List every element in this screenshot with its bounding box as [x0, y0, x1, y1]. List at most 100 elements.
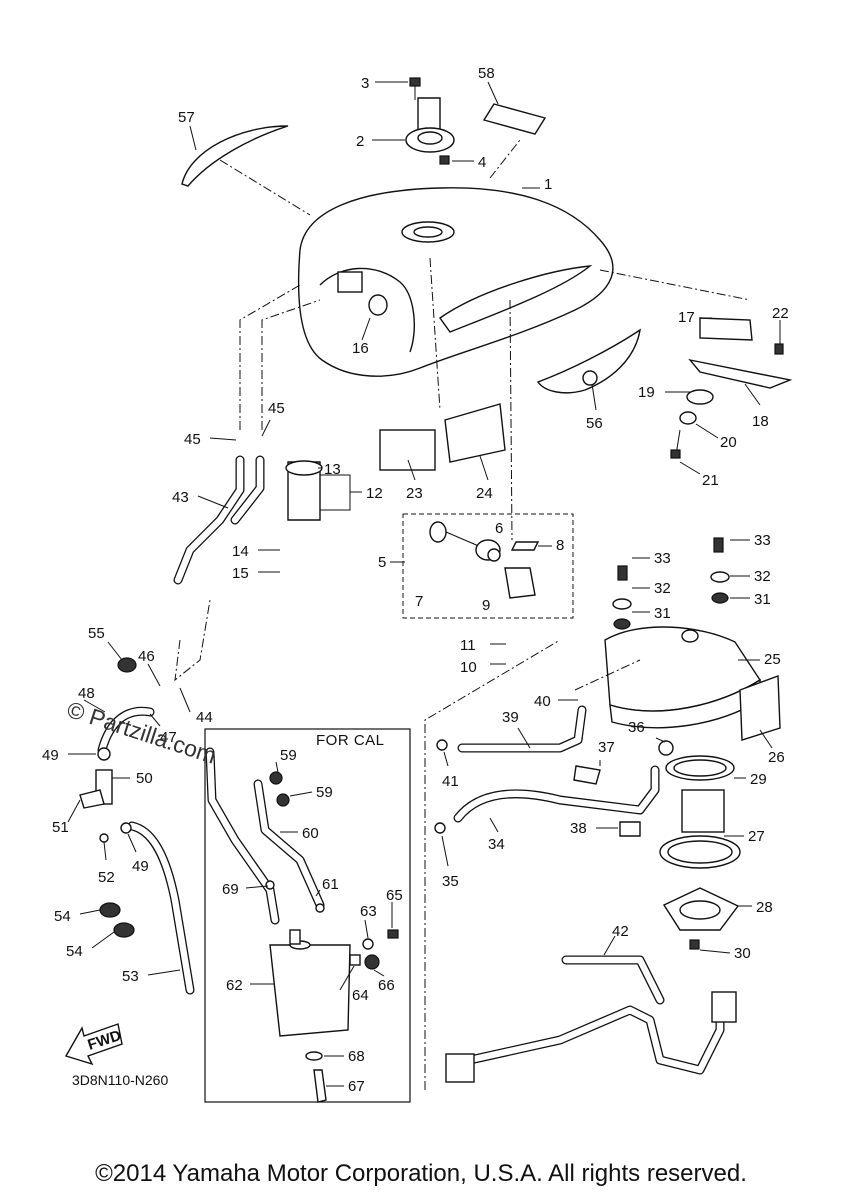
callout-58: 58 — [478, 65, 495, 82]
hose-clip-41 — [436, 739, 448, 751]
callout-33-left: 33 — [654, 550, 671, 567]
callout-2: 2 — [356, 133, 364, 150]
callout-64: 64 — [352, 987, 369, 1004]
callout-57: 57 — [178, 109, 195, 126]
callout-49-top: 49 — [42, 747, 59, 764]
callout-56: 56 — [586, 415, 603, 432]
callout-59-bottom: 59 — [316, 784, 333, 801]
tank-decal-left — [181, 125, 289, 187]
callout-27: 27 — [748, 828, 765, 845]
callout-65: 65 — [386, 887, 403, 904]
callout-9: 9 — [482, 597, 490, 614]
callout-45-left: 45 — [184, 431, 201, 448]
callout-45-right: 45 — [268, 400, 285, 417]
callout-60: 60 — [302, 825, 319, 842]
heat-shield — [444, 403, 506, 463]
callout-group: 1 2 3 4 5 6 7 8 9 10 11 12 13 14 15 16 1… — [42, 65, 789, 1095]
hose-clamp-54b — [113, 922, 135, 938]
callout-35: 35 — [442, 873, 459, 890]
callout-38: 38 — [570, 820, 587, 837]
callout-30: 30 — [734, 945, 751, 962]
cap-screw — [439, 155, 450, 165]
callout-40: 40 — [534, 693, 551, 710]
rear-stay — [688, 358, 793, 389]
callout-68: 68 — [348, 1048, 365, 1065]
callout-21: 21 — [702, 472, 719, 489]
callout-31-left: 31 — [654, 605, 671, 622]
caution-label — [482, 103, 547, 135]
fuel-return-hose — [457, 705, 587, 753]
callout-15: 15 — [232, 565, 249, 582]
breather-hose — [97, 706, 195, 995]
callout-3: 3 — [361, 75, 369, 92]
callout-50: 50 — [136, 770, 153, 787]
callout-54-bottom: 54 — [66, 943, 83, 960]
copyright-footer: ©2014 Yamaha Motor Corporation, U.S.A. A… — [95, 1160, 747, 1187]
callout-66: 66 — [378, 977, 395, 994]
cap-bolt — [409, 77, 421, 100]
tank-guide-line — [239, 284, 301, 430]
fuel-cap — [405, 97, 455, 153]
box-label: FOR CAL — [316, 732, 385, 749]
callout-32-right: 32 — [754, 568, 771, 585]
fuel-cock-group — [402, 513, 574, 619]
callout-47: 47 — [160, 729, 177, 746]
callout-22: 22 — [772, 305, 789, 322]
callout-12: 12 — [366, 485, 383, 502]
callout-67: 67 — [348, 1078, 365, 1095]
collar — [679, 411, 697, 425]
callout-18: 18 — [752, 413, 769, 430]
callout-28: 28 — [756, 899, 773, 916]
callout-33-right: 33 — [754, 532, 771, 549]
fuel-filter — [379, 429, 436, 471]
callout-19: 19 — [638, 384, 655, 401]
callout-4: 4 — [478, 154, 486, 171]
callout-26: 26 — [768, 749, 785, 766]
callout-5: 5 — [378, 554, 386, 571]
callout-16: 16 — [352, 340, 369, 357]
fuel-pump — [659, 755, 741, 869]
callout-31-right: 31 — [754, 591, 771, 608]
side-pad — [739, 675, 781, 741]
fuel-pump-cover — [604, 626, 761, 729]
callout-7: 7 — [415, 593, 423, 610]
cal-canister-box — [204, 728, 411, 1103]
rear-bracket — [699, 317, 753, 341]
top-bolt — [774, 343, 784, 355]
callout-24: 24 — [476, 485, 493, 502]
callout-53: 53 — [122, 968, 139, 985]
fuel-tank — [297, 187, 614, 377]
callout-14: 14 — [232, 543, 249, 560]
hose-clip-36 — [658, 740, 674, 756]
callout-17: 17 — [678, 309, 695, 326]
callout-69: 69 — [222, 881, 239, 898]
callout-23: 23 — [406, 485, 423, 502]
callout-20: 20 — [720, 434, 737, 451]
callout-59-top: 59 — [280, 747, 297, 764]
diagram-code: 3D8N110-N260 — [72, 1072, 169, 1088]
callout-51: 51 — [52, 819, 69, 836]
hose-clip-38 — [619, 821, 641, 837]
callout-13: 13 — [324, 461, 341, 478]
callout-48: 48 — [78, 685, 95, 702]
fuel-feed-hose — [453, 765, 660, 823]
callout-54-top: 54 — [54, 908, 71, 925]
callout-29: 29 — [750, 771, 767, 788]
hose-clip-37 — [573, 765, 601, 785]
callout-39: 39 — [502, 709, 519, 726]
callout-6: 6 — [495, 520, 503, 537]
callout-44: 44 — [196, 709, 213, 726]
callout-52: 52 — [98, 869, 115, 886]
callout-8: 8 — [556, 537, 564, 554]
callout-61: 61 — [322, 876, 339, 893]
hose-clamp-55 — [117, 657, 137, 673]
callout-49-bottom: 49 — [132, 858, 149, 875]
rear-bolt — [670, 429, 681, 459]
check-valve — [79, 769, 113, 809]
flange-bolt — [689, 939, 700, 950]
callout-42: 42 — [612, 923, 629, 940]
callout-46: 46 — [138, 648, 155, 665]
fwd-arrow-icon: FWD — [64, 1023, 123, 1066]
hose-clip-35 — [434, 822, 446, 834]
callout-43: 43 — [172, 489, 189, 506]
